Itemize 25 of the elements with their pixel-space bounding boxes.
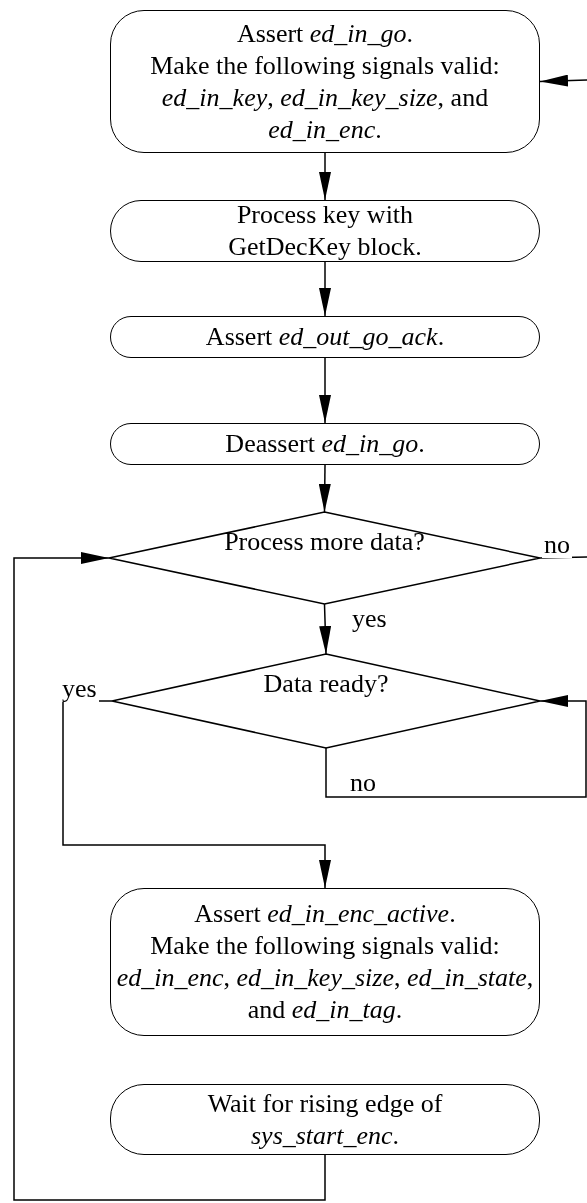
step-text: Make the following signals valid: ed_in_key, ed_in_key_size, and ed_in_enc.	[149, 49, 501, 146]
decision-text: Data ready?	[263, 668, 389, 700]
decision-diamond	[112, 654, 540, 748]
step-text: Wait for rising edge of sys_start_enc.	[206, 1087, 444, 1152]
decision-diamond	[109, 512, 540, 604]
step-text: Assert ed_in_go.	[236, 17, 414, 50]
arrow	[318, 464, 331, 513]
arrow	[62, 700, 331, 889]
arrow	[319, 152, 331, 201]
arrow	[539, 74, 587, 87]
arrow	[13, 552, 326, 1201]
arrow	[319, 357, 331, 424]
process-box	[110, 10, 540, 153]
arrow	[325, 695, 587, 798]
step-text: Assert ed_in_enc_active.	[194, 898, 456, 930]
process-box	[110, 316, 540, 358]
process-box	[110, 423, 540, 465]
step-text: Make the following signals valid: ed_in_enc, ed_in_key_size, ed_in_state, and ed_in_tag.	[115, 930, 535, 1026]
arrow	[319, 603, 332, 655]
step-text: Assert ed_out_go_ack.	[205, 321, 445, 353]
step-text: Process key with GetDecKey block.	[227, 199, 423, 263]
arrow	[319, 261, 331, 317]
step-text: Deassert ed_in_go.	[225, 428, 425, 460]
decision-text: Process more data?	[224, 526, 425, 558]
process-box	[110, 888, 540, 1036]
